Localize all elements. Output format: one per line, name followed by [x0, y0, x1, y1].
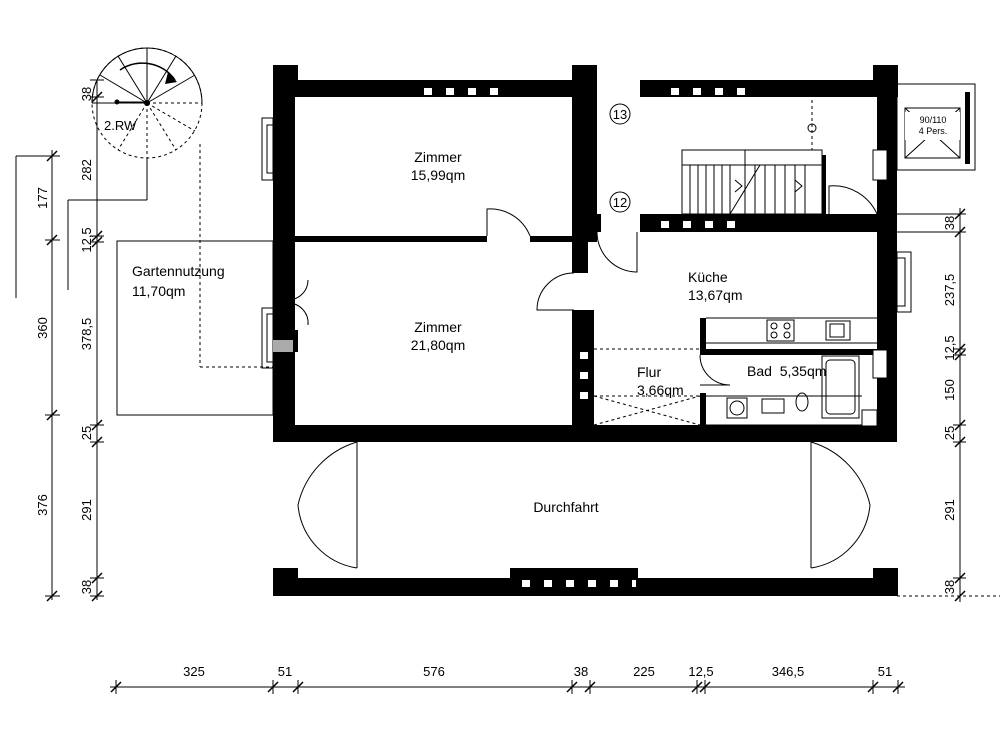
dim-bottom-7: 346,5	[772, 664, 805, 679]
room-flur-area: 3,66qm	[637, 382, 684, 398]
room-zimmer-1-area: 15,99qm	[411, 167, 465, 183]
dim-left-outer-3: 376	[35, 494, 50, 516]
lift-capacity: 4 Pers.	[919, 126, 948, 136]
marker-13: 13	[613, 107, 627, 122]
dim-right-1: 38	[942, 216, 957, 230]
dim-bottom-2: 51	[278, 664, 292, 679]
dim-left-inner-6: 291	[79, 499, 94, 521]
dim-left-inner-1: 38	[79, 87, 94, 101]
dim-left-inner-3: 12,5	[79, 227, 94, 252]
dim-bottom-3: 576	[423, 664, 445, 679]
stairs	[681, 100, 823, 215]
dim-bottom-4: 38	[574, 664, 588, 679]
marker-12: 12	[613, 195, 627, 210]
doors	[287, 185, 878, 569]
dims-bottom: 325 51 576 38 225 12,5 346,5 51	[183, 664, 892, 679]
room-garten-area: 11,70qm	[132, 283, 185, 299]
dim-left-outer-2: 360	[35, 317, 50, 339]
room-zimmer-2-area: 21,80qm	[411, 337, 465, 353]
room-kueche-area: 13,67qm	[688, 287, 742, 303]
stair-markers: 13 12	[609, 103, 631, 213]
windows	[424, 88, 745, 587]
dims-left-outer: 177 360 376	[35, 187, 50, 516]
spiral-label: 2.RW	[104, 118, 137, 133]
room-flur-name: Flur	[637, 364, 661, 380]
fixtures	[273, 317, 877, 426]
walls	[273, 65, 898, 596]
dim-right-7: 38	[942, 580, 957, 594]
dims-left-inner: 38 282 12,5 378,5 25 291 38	[79, 87, 94, 594]
dim-right-6: 291	[942, 499, 957, 521]
lift-size: 90/110	[920, 115, 947, 125]
room-durchfahrt-name: Durchfahrt	[533, 499, 598, 515]
dim-bottom-5: 225	[633, 664, 655, 679]
room-labels: Zimmer 15,99qm Zimmer 21,80qm Gartennutz…	[132, 149, 826, 515]
dim-left-inner-2: 282	[79, 159, 94, 181]
room-zimmer-2-name: Zimmer	[414, 319, 462, 335]
dim-bottom-6: 12,5	[688, 664, 713, 679]
dimension-lines	[15, 79, 1000, 694]
room-kueche-name: Küche	[688, 269, 728, 285]
dim-right-3: 12,5	[942, 335, 957, 360]
garden	[67, 144, 274, 416]
dims-right: 38 237,5 12,5 150 25 291 38	[942, 216, 957, 594]
dim-left-outer-1: 177	[35, 187, 50, 209]
dim-left-inner-7: 38	[79, 580, 94, 594]
dim-left-inner-4: 378,5	[79, 318, 94, 351]
dim-right-4: 150	[942, 379, 957, 401]
dim-right-5: 25	[942, 426, 957, 440]
spiral-stair: 2.RW	[91, 47, 203, 159]
dim-bottom-1: 325	[183, 664, 205, 679]
dim-bottom-8: 51	[878, 664, 892, 679]
room-zimmer-1-name: Zimmer	[414, 149, 462, 165]
dim-left-inner-5: 25	[79, 426, 94, 440]
lift: 90/110 4 Pers.	[896, 83, 976, 171]
room-garten-name: Gartennutzung	[132, 263, 225, 279]
dim-right-2: 237,5	[942, 274, 957, 307]
room-bad-name: Bad 5,35qm	[747, 363, 826, 379]
